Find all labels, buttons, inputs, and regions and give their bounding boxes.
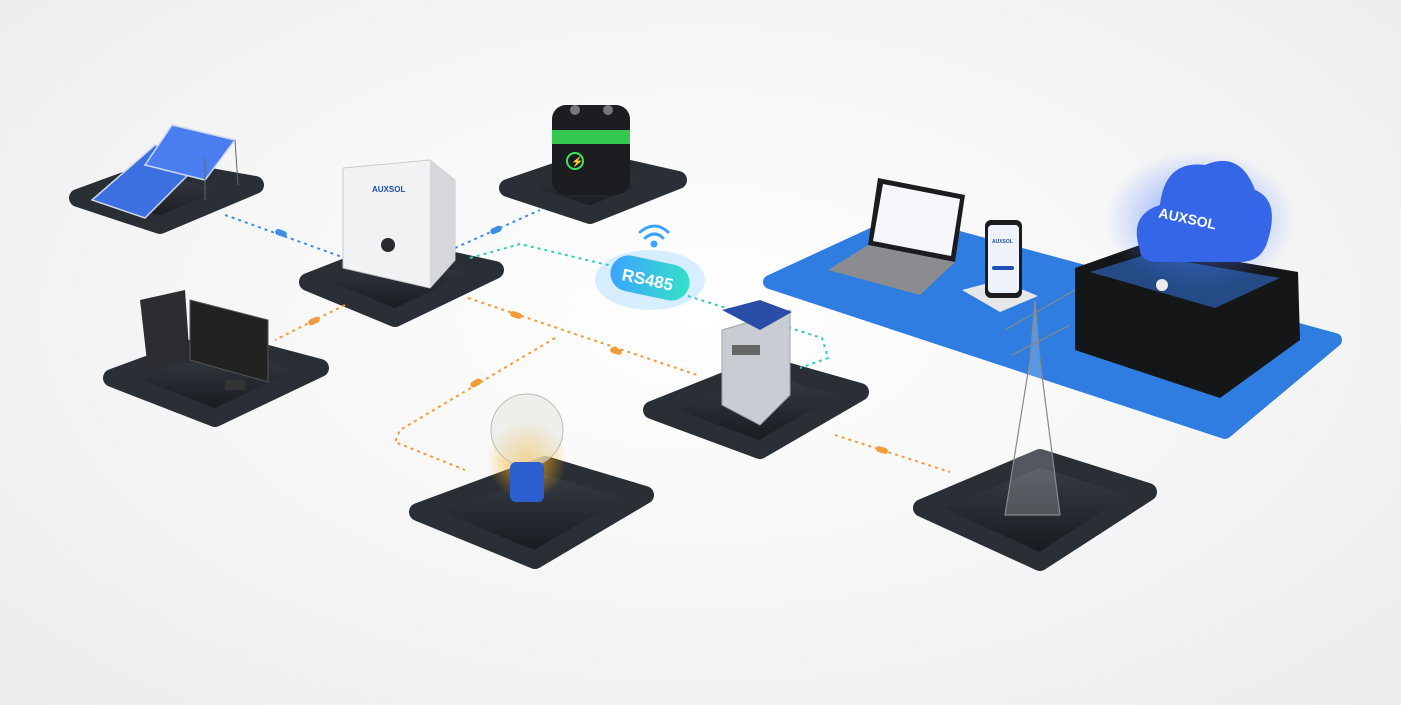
phone-brand-logo: AUXSOL [992, 239, 1013, 245]
dc-link-inverter-battery [454, 209, 541, 249]
ac-link-meter-grid [834, 434, 951, 473]
computer-icon [140, 290, 269, 390]
inverter-brand-logo: AUXSOL [372, 185, 405, 194]
laptop-icon [828, 178, 965, 295]
ac-link-inverter-meter [467, 297, 701, 377]
inverter-icon: AUXSOL [342, 159, 456, 289]
light-bulb-icon [487, 393, 567, 502]
battery-icon: ⚡ [552, 105, 630, 195]
rs485-badge: RS485 [595, 250, 705, 310]
wifi-icon [638, 224, 670, 248]
cloud-icon: AUXSOL [1105, 150, 1295, 290]
lightning-icon: ⚡ [571, 155, 583, 168]
phone-icon: AUXSOL [962, 220, 1038, 312]
ac-link-inverter-computer [274, 304, 346, 341]
transmission-tower-icon [1004, 289, 1076, 516]
link-markers [275, 225, 888, 454]
platform-tower [913, 449, 1157, 571]
solar-panel-icon [90, 124, 239, 219]
smart-meter-icon [721, 300, 792, 426]
comm-link-inverter-rs485 [469, 242, 613, 267]
